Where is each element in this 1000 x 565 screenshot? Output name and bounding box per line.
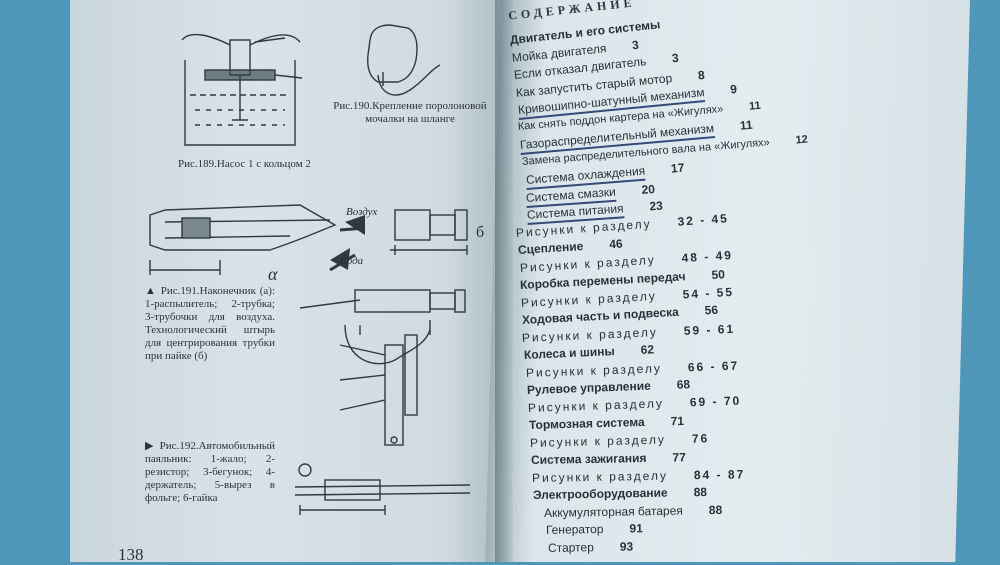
toc-entry-title: Система зажигания [530,451,647,468]
toc-entry-page: 3 [671,50,680,66]
label-air: Воздух [346,206,378,218]
toc-entry-page: 88 [708,502,723,518]
toc-entry-page: 68 [676,377,691,393]
arrow-water-icon [330,248,350,270]
toc-entry-title: Генератор [545,522,604,538]
toc-entry-page: 9 [729,82,738,97]
label-alpha: α [268,264,278,284]
book-gutter [495,0,513,562]
soldering-iron-drawing [299,289,466,446]
arrow-air-icon [345,215,365,235]
toc-entry-page: 46 [608,236,623,252]
toc-entry-page: 66 - 67 [687,358,740,375]
toc-entry: Стартер 93 [548,540,633,555]
toc-entry-page: 84 - 87 [693,467,746,483]
label-water: Вода [340,255,364,267]
toc-entry: Генератор 91 [546,522,643,538]
toc-entry-page: 93 [619,539,634,554]
toc-entry-page: 23 [648,198,664,214]
toc-entry-page: 59 - 61 [683,321,736,338]
toc-entry-title: Стартер [547,540,594,555]
sponge-drawing [367,24,441,96]
toc-entry-page: 71 [670,414,685,429]
toc-entry-page: 48 - 49 [681,247,734,265]
toc-entry-title: Аккумуляторная батарея [543,503,683,520]
toc-entry-page: 62 [640,342,655,358]
pin-drawing [390,209,468,255]
rod-drawing [294,463,471,515]
toc-entry-page: 50 [711,267,726,283]
toc-entry-page: 56 [704,303,719,318]
toc-entry-page: 69 - 70 [689,393,742,410]
page-number: 138 [118,545,144,564]
pump-drawing [181,33,303,146]
label-b: б [476,224,485,241]
toc-entry-page: 54 - 55 [682,284,735,302]
toc-entry-page: 88 [693,485,708,500]
left-page [70,0,510,562]
toc-entry-page: 11 [748,99,762,113]
toc-entry-page: 11 [739,117,754,133]
toc-entry-page: 8 [697,67,706,82]
toc-entry-page: 12 [795,133,809,147]
caption-fig189: Рис.189.Насос 1 с кольцом 2 [178,158,311,170]
caption-fig192: ▶ Рис.192.Автомобильный паяльник: 1-жало… [145,440,275,504]
toc-entry-page: 3 [631,37,640,52]
toc-entry-page: 20 [641,181,656,197]
toc-entry-page: 91 [629,521,643,537]
toc-entry-page: 76 [691,431,710,446]
nozzle-drawing [149,204,366,275]
toc-entry-page: 17 [670,160,685,176]
toc-entry-title: Рисунки к разделу [531,468,669,485]
toc-entry-page: 77 [672,450,686,465]
caption-fig190: Рис.190.Крепление поролоновой мочалки на… [333,100,487,125]
toc-entry-title: Электрооборудование [532,486,668,503]
caption-fig191: ▲ Рис.191.Наконечник (а): 1-распылитель;… [145,285,275,362]
